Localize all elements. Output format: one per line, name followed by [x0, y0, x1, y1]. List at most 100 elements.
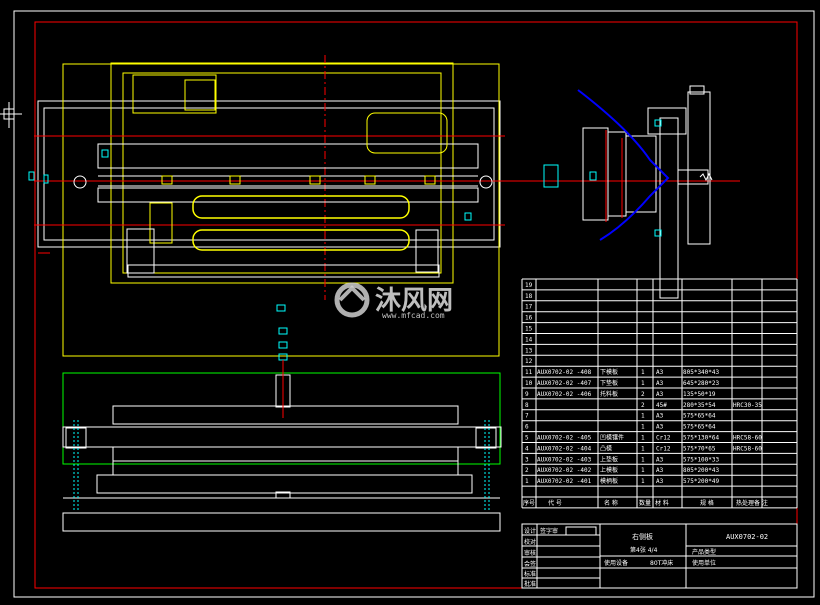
- title-block: [521, 523, 798, 589]
- label-approve: 批准: [524, 580, 536, 588]
- bom-row-material: 45#: [656, 402, 667, 409]
- front-view: [62, 360, 502, 532]
- label-check: 校对: [524, 538, 536, 546]
- bom-row-name: 下模板: [600, 368, 618, 376]
- bom-row-spec: 805*340*43: [683, 369, 720, 376]
- bom-row-material: A3: [656, 424, 664, 431]
- label-countersign: 会签: [524, 560, 536, 568]
- bom-header-note: 热处理备 注: [736, 499, 768, 507]
- bom-row-no: 12: [525, 358, 533, 365]
- bom-row-no: 16: [525, 315, 533, 322]
- bom-row-spec: 575*200*49: [683, 478, 720, 485]
- bom-row-code: AUX0702-02 -401: [537, 478, 592, 485]
- bom-row-no: 4: [525, 445, 529, 452]
- bom-row-material: A3: [656, 369, 664, 376]
- bom-row-qty: 1: [641, 424, 645, 431]
- bom-row-qty: 1: [641, 456, 645, 463]
- bom-row-spec: 575*65*64: [683, 413, 716, 420]
- bom-row-no: 7: [525, 413, 529, 420]
- bom-row-qty: 1: [641, 369, 645, 376]
- bom-row-qty: 1: [641, 380, 645, 387]
- bom-row-no: 19: [525, 282, 533, 289]
- bom-row-qty: 1: [641, 413, 645, 420]
- watermark-logo-icon: [334, 282, 370, 318]
- bom-row-spec: 135*50*19: [683, 391, 716, 398]
- label-stamp: 签字审: [540, 527, 558, 535]
- bom-row-qty: 2: [641, 391, 645, 398]
- bom-header-code: 代 号: [548, 499, 562, 507]
- bom-row-spec: 575*70*65: [683, 445, 716, 452]
- title-block-text: 设计 签字审 校对 审核 会签 标准 批准 右侧板 第4张 4/4 AUX070…: [524, 527, 768, 588]
- bom-row-no: 18: [525, 293, 533, 300]
- bom-row-no: 6: [525, 424, 529, 431]
- bom-row-material: A3: [656, 467, 664, 474]
- bom-row-material: A3: [656, 380, 664, 387]
- bom-row-qty: 2: [641, 402, 645, 409]
- label-standard: 标准: [524, 570, 536, 578]
- bom-row-name: 模柄板: [600, 477, 618, 485]
- bom-row-no: 13: [525, 347, 533, 354]
- bom-row-no: 8: [525, 402, 529, 409]
- crosshair-cursor: [0, 102, 22, 128]
- sheet-border: [13, 10, 815, 598]
- bom-row-code: AUX0702-02 -408: [537, 369, 592, 376]
- bom-row-material: A3: [656, 456, 664, 463]
- bom-row-name: 下垫板: [600, 379, 618, 387]
- bom-row-no: 5: [525, 435, 529, 442]
- bom-row-code: AUX0702-02 -402: [537, 467, 592, 474]
- bom-row-name: 上模板: [600, 466, 618, 474]
- bom-row-qty: 1: [641, 445, 645, 452]
- part-name: 右侧板: [632, 532, 653, 541]
- bom-row-qty: 1: [641, 478, 645, 485]
- bom-row-spec: 280*35*54: [683, 402, 716, 409]
- bom-row-no: 1: [525, 478, 529, 485]
- bom-row-no: 11: [525, 369, 533, 376]
- bom-row-name: 上垫板: [600, 455, 618, 463]
- bom-row-name: 托料板: [600, 390, 618, 398]
- bom-row-qty: 1: [641, 467, 645, 474]
- bom-header-name: 名 称: [604, 499, 618, 507]
- bom-row-name: 凹模镶件: [600, 434, 624, 442]
- bom-row-note: HRC58-60: [733, 445, 762, 452]
- bom-row-material: A3: [656, 413, 664, 420]
- bom-row-code: AUX0702-02 -406: [537, 391, 592, 398]
- watermark: 沐风网 www.mfcad.com: [334, 282, 453, 320]
- bom-row-material: Cr12: [656, 445, 671, 452]
- bom-row-no: 14: [525, 336, 533, 343]
- watermark-brand: 沐风网: [375, 286, 453, 316]
- unit-label: 使用单位: [692, 559, 716, 567]
- equipment-label: 使用设备: [604, 559, 628, 567]
- bom-row-material: Cr12: [656, 435, 671, 442]
- bom-row-no: 3: [525, 456, 529, 463]
- label-design: 设计: [524, 527, 536, 535]
- bom-row-spec: 645*280*23: [683, 380, 720, 387]
- bom-row-note: HRC30-35: [733, 402, 762, 409]
- equipment-value: 80T冲床: [650, 559, 673, 567]
- bom-row-material: A3: [656, 391, 664, 398]
- bom-row-spec: 575*65*64: [683, 424, 716, 431]
- bom-row-no: 10: [525, 380, 533, 387]
- bom-row-code: AUX0702-02 -403: [537, 456, 592, 463]
- drawing-number: AUX0702-02: [726, 533, 768, 541]
- bom-row-material: A3: [656, 478, 664, 485]
- bom-header-spec: 规 格: [700, 499, 714, 507]
- bom-header-no: 序号: [523, 499, 535, 507]
- bom-row-code: AUX0702-02 -407: [537, 380, 592, 387]
- sheet-info: 第4张 4/4: [630, 546, 658, 554]
- bom-row-spec: 575*100*33: [683, 456, 720, 463]
- bom-header-qty: 数量: [639, 499, 651, 507]
- bom-row-no: 17: [525, 304, 533, 311]
- side-view: [500, 85, 740, 299]
- bom-header-material: 材 料: [655, 499, 669, 507]
- bom-row-name: 凸模: [600, 444, 612, 452]
- top-view: [28, 55, 540, 361]
- bom-row-qty: 1: [641, 435, 645, 442]
- bom-row-no: 15: [525, 326, 533, 333]
- bom-row-spec: 575*130*64: [683, 435, 720, 442]
- bom-row-note: HRC58-60: [733, 435, 762, 442]
- label-review: 审核: [524, 549, 536, 557]
- bom-row-spec: 805*200*43: [683, 467, 720, 474]
- bom-row-no: 9: [525, 391, 529, 398]
